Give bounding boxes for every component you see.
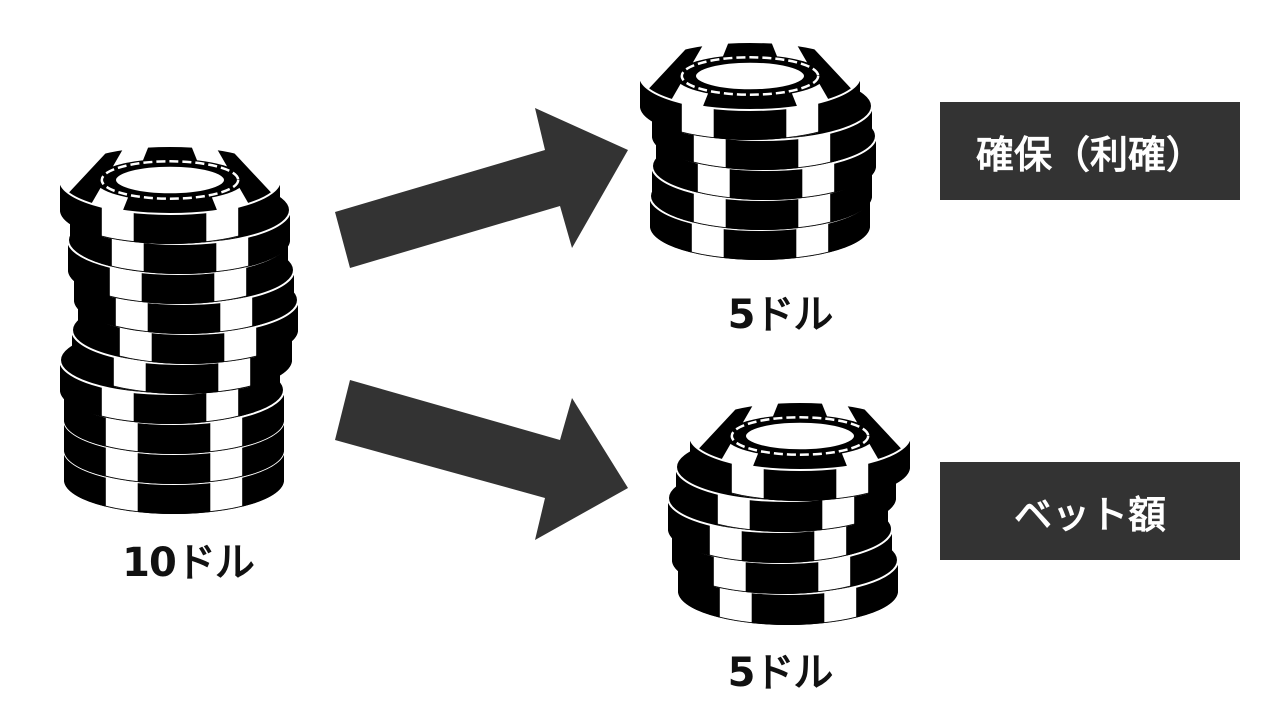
secured-tag: 確保（利確）	[940, 102, 1240, 200]
chip-stack-10-dollars	[59, 145, 299, 514]
chip-stack-bet	[667, 401, 911, 625]
chip	[639, 41, 861, 140]
total-amount-label: 10ドル	[122, 540, 255, 586]
bet-amount-label: 5ドル	[727, 650, 834, 696]
chip	[59, 145, 281, 244]
arrow-to-bet	[335, 380, 628, 540]
chip-stack-secured	[639, 41, 877, 260]
bet-tag: ベット額	[940, 462, 1240, 560]
arrow-to-secured	[335, 108, 628, 268]
chip	[689, 401, 911, 501]
secured-amount-label: 5ドル	[727, 292, 834, 338]
